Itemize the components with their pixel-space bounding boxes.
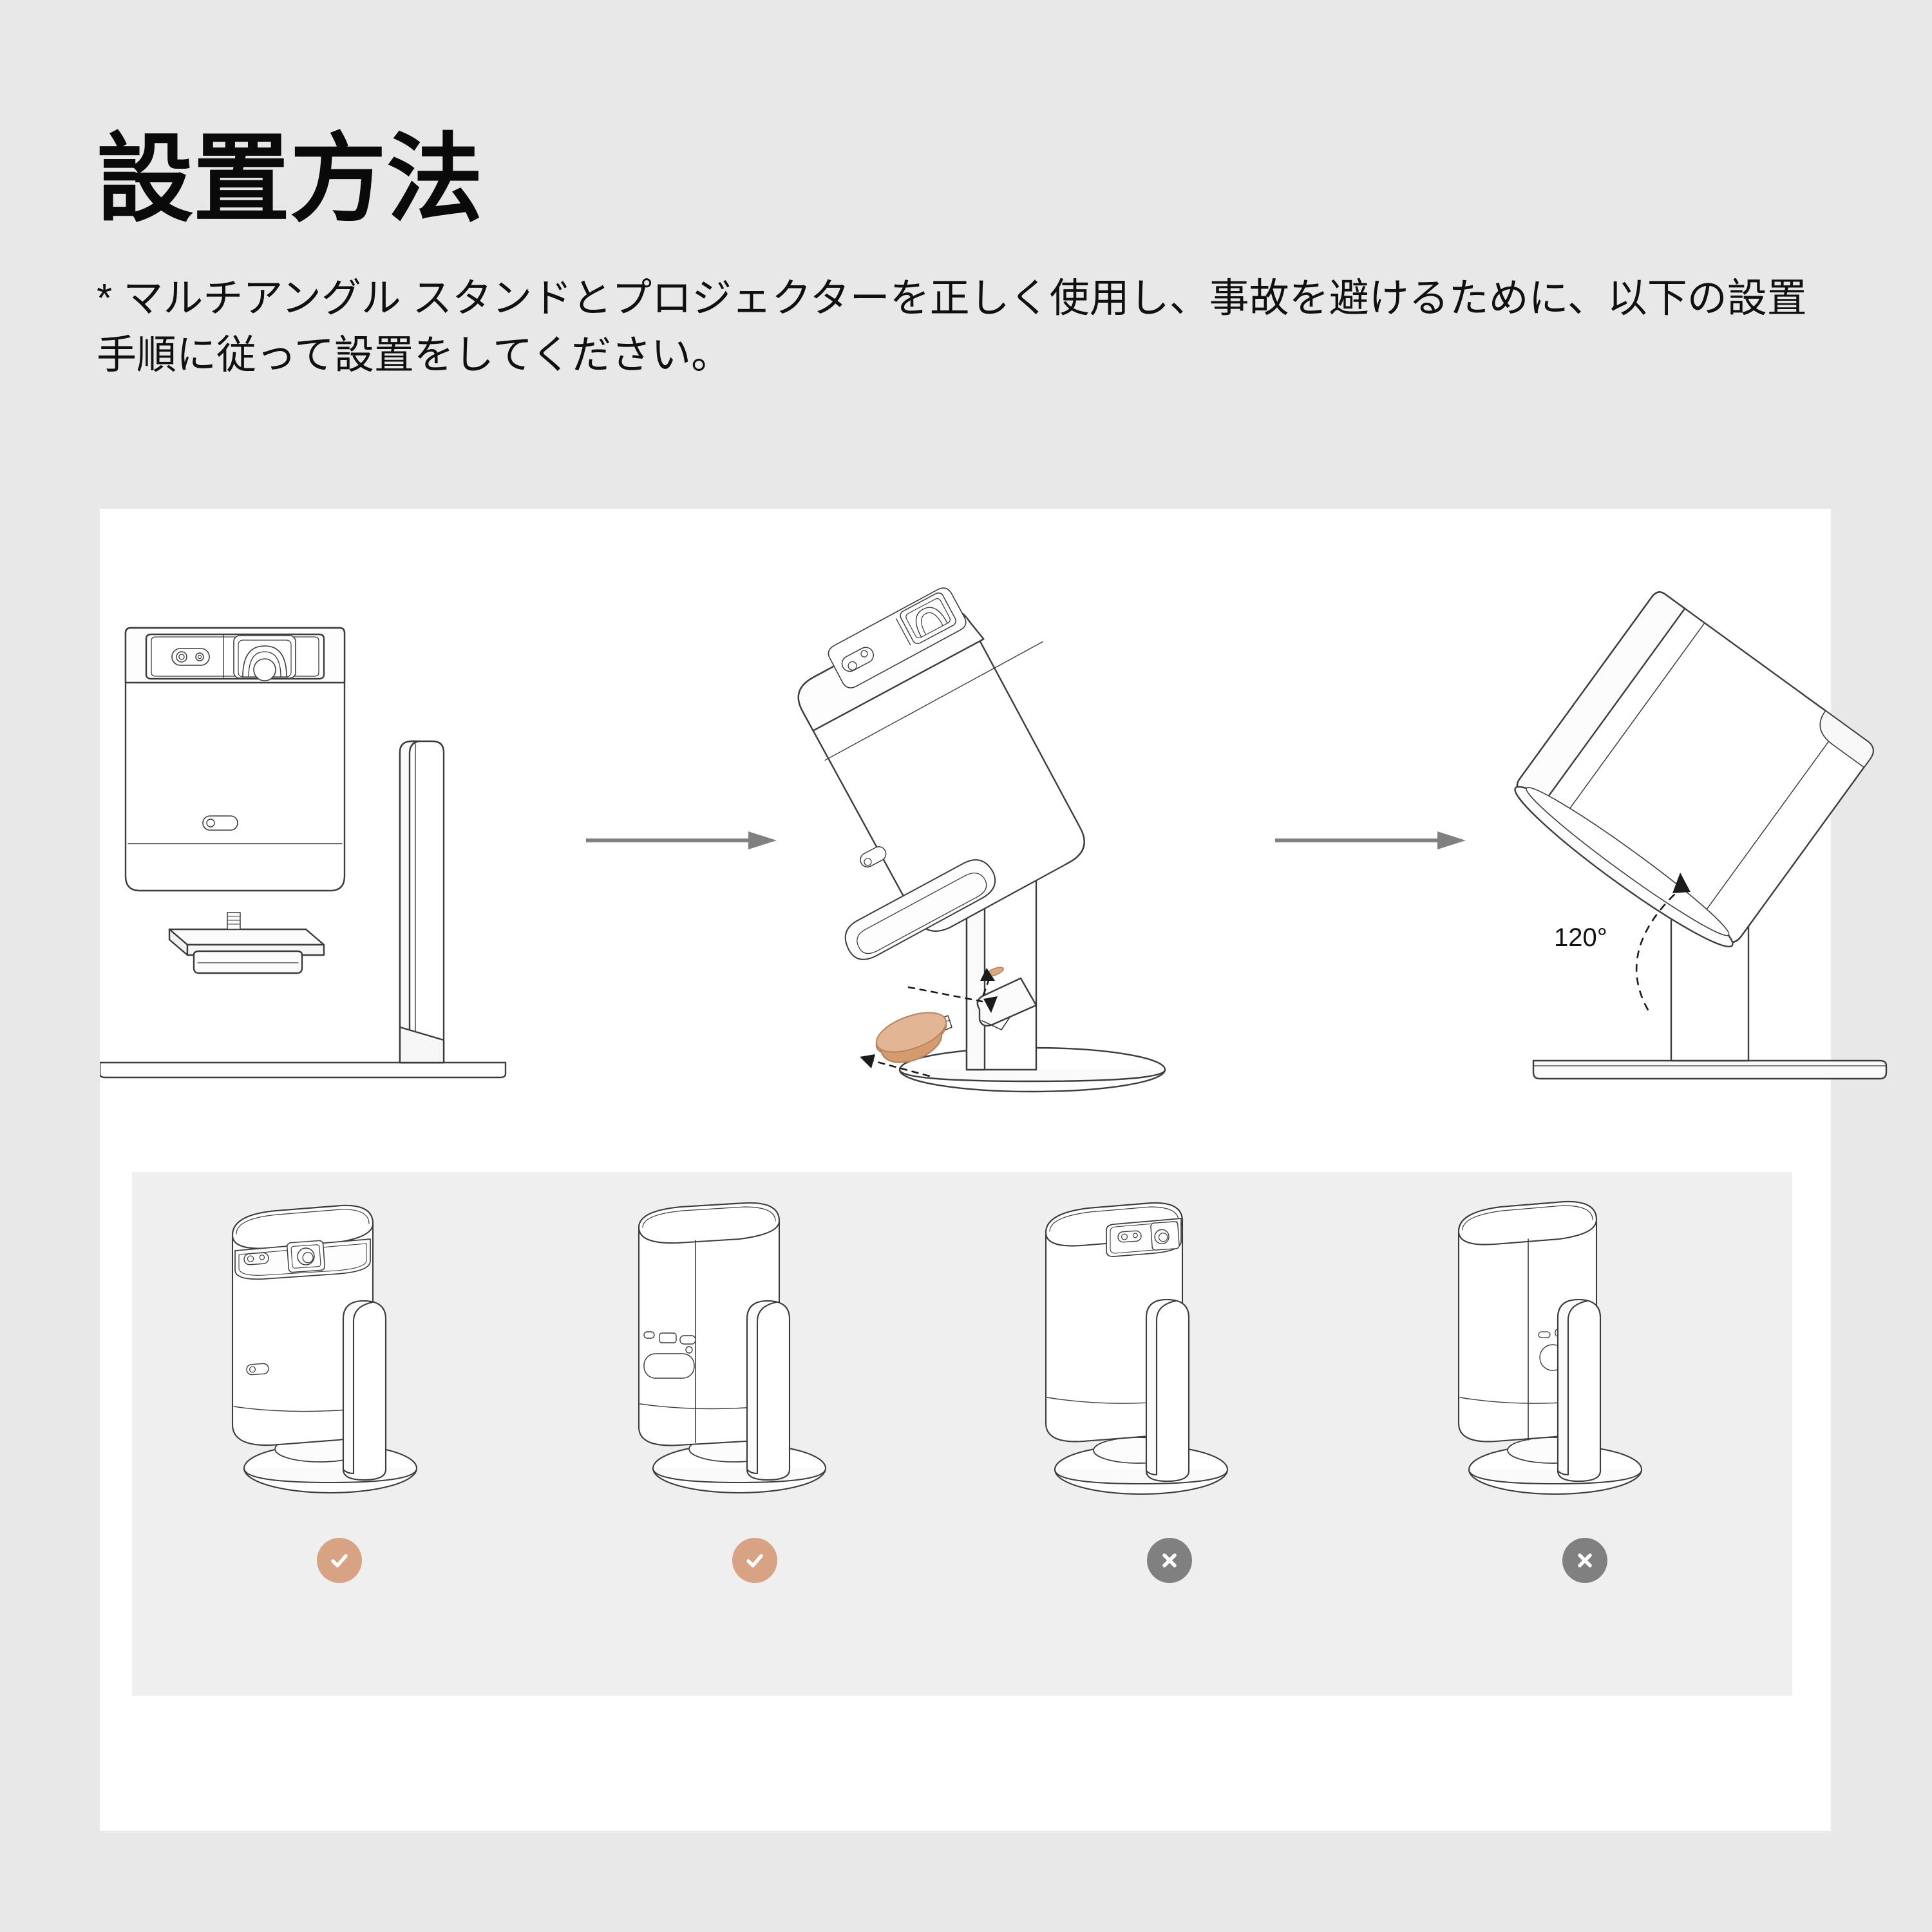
projector-side-blocked-icon (1457, 1200, 1642, 1495)
step-2-projector-tilted-tighten-knob (789, 551, 1265, 1130)
projector-front-upright-icon (100, 627, 507, 1079)
example-side-blocked-incorrect (1392, 1172, 1778, 1662)
page-subtitle: * マルチアングル スタンドとプロジェクターを正しく使用し、事故を避けるために、… (97, 276, 1807, 377)
verdict-badge-bad (1562, 1538, 1607, 1583)
verdict-badge-ok (317, 1538, 363, 1583)
content-card: 120° (100, 509, 1888, 1831)
example-rear-ports-correct (562, 1172, 948, 1662)
examples-panel (132, 1172, 1792, 1696)
step-arrow-2 (1265, 802, 1478, 879)
cross-circle-icon (1578, 1553, 1592, 1567)
page-title: 設置方法 (97, 125, 484, 233)
cross-circle-icon (1162, 1553, 1177, 1567)
stand-lock-knob (875, 1012, 947, 1063)
projector-rear-ports-icon (638, 1202, 826, 1494)
step-3-projector-angled-120-degrees: 120° (1478, 551, 1932, 1130)
header: 設置方法 * マルチアングル スタンドとプロジェクターを正しく使用し、事故を避け… (97, 125, 1835, 384)
projector-tilted-knob-icon (797, 587, 1166, 1093)
angle-label: 120° (1554, 923, 1607, 952)
projector-side-lens-icon (1045, 1202, 1229, 1495)
verdict-badge-bad (1147, 1538, 1193, 1583)
verdict-badge-ok (732, 1538, 777, 1583)
step-arrow-1 (576, 802, 789, 879)
example-side-lens-incorrect (976, 1172, 1363, 1662)
projector-angled-icon: 120° (1514, 591, 1888, 1080)
check-circle-icon (746, 1554, 763, 1567)
installation-steps-row: 120° (100, 509, 1888, 1172)
step-1-projector-upright-on-stand (100, 551, 576, 1130)
check-circle-icon (331, 1554, 348, 1567)
arrow-right-icon (586, 831, 777, 849)
example-front-view-correct (146, 1172, 533, 1662)
arrow-right-icon (1275, 831, 1466, 849)
projector-front-lens-icon (232, 1204, 418, 1494)
